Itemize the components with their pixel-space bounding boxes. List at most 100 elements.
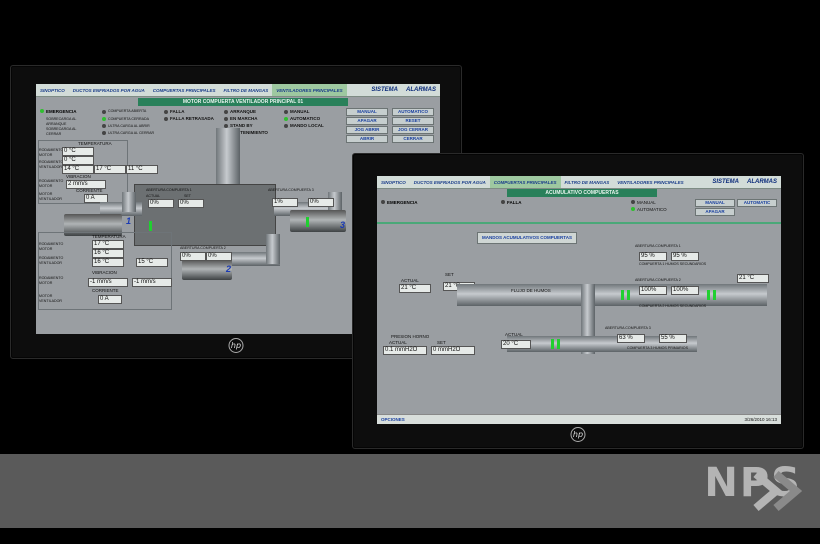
- temperatura-label: TEMPERATURA: [92, 234, 126, 239]
- status-falla: FALLA: [170, 109, 185, 114]
- page-title: MOTOR COMPUERTA VENTILADOR PRINCIPAL 01: [138, 98, 348, 106]
- damper-indicator: [621, 290, 624, 300]
- vibration-value: -1 mm/s: [132, 278, 172, 287]
- nav-ventiladores[interactable]: VENTILADORES PRINCIPALES: [272, 84, 347, 96]
- abertura-3-label: ABERTURA COMPUERTA 3: [268, 188, 314, 192]
- damper-indicator: [713, 290, 716, 300]
- nav-filtro[interactable]: FILTRO DE MANGAS: [564, 179, 610, 185]
- nav-sinoptico[interactable]: SINOPTICO: [40, 87, 65, 93]
- status-mando-local: MANDO LOCAL: [290, 123, 324, 128]
- status-arranque: ARRANQUE: [230, 109, 257, 114]
- status-dot: [501, 200, 505, 204]
- automatico-button[interactable]: AUTOMATICO: [392, 108, 434, 116]
- manual-button[interactable]: MANUAL: [695, 199, 735, 207]
- abertura-2-label: ABERTURA COMPUERTA 2: [180, 246, 226, 250]
- apagar-button[interactable]: APAGAR: [346, 117, 388, 125]
- nav-alarmas[interactable]: ALARMAS: [406, 86, 436, 93]
- sublabel: SOBRECARGA AL CERRAR: [46, 127, 77, 136]
- rodamiento-motor-label: RODAMIENTO MOTOR: [39, 179, 64, 188]
- status-dot: [284, 110, 288, 114]
- rodamiento-vent-label: RODAMIENTO VENTILADOR: [39, 160, 64, 169]
- ab2-set: 100%: [671, 286, 699, 295]
- automatic-button[interactable]: AUTOMATIC: [737, 199, 777, 207]
- motor-ventilador-label: MOTOR VENTILADOR: [39, 294, 62, 303]
- status-dot: [164, 117, 168, 121]
- status-dot: [164, 110, 168, 114]
- right-monitor: SINOPTICO DUCTOS ENFRIADOS POR AGUA COMP…: [352, 153, 804, 449]
- status-dot: [284, 124, 288, 128]
- apagar-button[interactable]: APAGAR: [695, 208, 735, 216]
- mandos-acumulativos-button[interactable]: MANDOS ACUMULATIVOS COMPUERTAS: [477, 232, 577, 244]
- status-stand-by: STAND BY: [230, 123, 253, 128]
- duct-bottom-vert: [266, 234, 280, 264]
- collector-box: [134, 184, 276, 246]
- nav-compuertas[interactable]: COMPUERTAS PRINCIPALES: [152, 87, 216, 93]
- nav-filtro[interactable]: FILTRO DE MANGAS: [223, 87, 269, 93]
- manual-button[interactable]: MANUAL: [346, 108, 388, 116]
- unit-number-2: 2: [226, 264, 232, 274]
- status-dot: [102, 131, 106, 135]
- left-monitor: SINOPTICO DUCTOS ENFRIADOS POR AGUA COMP…: [10, 65, 462, 359]
- nav-ductos[interactable]: DUCTOS ENFRIADOS POR AGUA: [413, 179, 486, 185]
- jog-abrir-button[interactable]: JOG ABRIR: [346, 126, 388, 134]
- temp-right: 21 °C: [737, 274, 769, 283]
- presion-actual: 0.1 mmH2O: [383, 346, 427, 355]
- nav-sistema[interactable]: SISTEMA: [712, 178, 739, 185]
- nav-compuertas[interactable]: COMPUERTAS PRINCIPALES: [489, 176, 561, 188]
- status-dot: [102, 117, 106, 121]
- damper-indicator: [306, 217, 309, 227]
- presion-label: PRESION HORNO: [391, 334, 430, 339]
- nav-ductos[interactable]: DUCTOS ENFRIADOS POR AGUA: [72, 87, 145, 93]
- status-emergencia: EMERGENCIA: [46, 109, 77, 114]
- lower-duct: [507, 336, 697, 352]
- status-automatico: AUTOMATICO: [290, 116, 321, 121]
- sublabel: ULTRA CARGA AL ABRIR: [108, 124, 150, 128]
- status-emergencia: EMERGENCIA: [387, 200, 418, 205]
- divider: [377, 222, 781, 224]
- rodamiento-motor-label: RODAMIENTO MOTOR: [39, 148, 64, 157]
- status-dot: [224, 110, 228, 114]
- status-dot: [381, 200, 385, 204]
- abertura-3-label: ABERTURA COMPUERTA 3: [605, 326, 651, 330]
- sublabel: COMPUERTA ABIERTA: [108, 109, 147, 113]
- motor-2[interactable]: [182, 260, 232, 280]
- nav-sistema[interactable]: SISTEMA: [371, 86, 398, 93]
- damper-indicator: [551, 339, 554, 349]
- vibration-value: -1 mm/s: [88, 278, 128, 287]
- ab2-actual: 100%: [639, 286, 667, 295]
- main-duct: [457, 284, 767, 306]
- duct-left-vert: [122, 192, 136, 212]
- ab1-set: 95 %: [671, 252, 699, 261]
- hp-logo: hp: [228, 338, 244, 353]
- rodamiento-vent-label: RODAMIENTO VENTILADOR: [39, 256, 64, 265]
- temp-value: 15 °C: [136, 258, 168, 267]
- damper-indicator: [627, 290, 630, 300]
- corriente-label: CORRIENTE: [76, 188, 103, 193]
- abertura-1-set: 0%: [178, 199, 204, 208]
- temp-value: 16 °C: [92, 258, 124, 267]
- status-manual: MANUAL: [637, 200, 656, 205]
- vibration-value: 2 mm/s: [66, 180, 106, 189]
- vibracion-label: VIBRACION: [92, 270, 117, 275]
- nav-alarmas[interactable]: ALARMAS: [747, 178, 777, 185]
- damper-indicator: [149, 221, 152, 231]
- temp-lower: 20 °C: [501, 340, 531, 349]
- sublabel: SOBRECARGA AL ARRANQUE: [46, 117, 77, 126]
- status-bar: OPCIONES 3/26/2010 16:13: [377, 414, 781, 424]
- temp-value: 14 °C: [62, 165, 94, 174]
- abertura-1-actual: 0%: [148, 199, 174, 208]
- comp1-label: COMPUERTA 1 HUMOS SECUNDARIOS: [639, 262, 707, 266]
- reset-button[interactable]: RESET: [392, 117, 434, 125]
- status-dot: [284, 117, 288, 121]
- nav-ventiladores[interactable]: VENTILADORES PRINCIPALES: [617, 179, 684, 185]
- temperature-panel-bottom: [38, 232, 172, 310]
- nav-sinoptico[interactable]: SINOPTICO: [381, 179, 406, 185]
- temp-actual: 21 °C: [399, 284, 431, 293]
- motor-3[interactable]: [290, 210, 346, 232]
- jog-cerrar-button[interactable]: JOG CERRAR: [392, 126, 434, 134]
- opciones-link[interactable]: OPCIONES: [381, 417, 405, 422]
- cerrar-button[interactable]: CERRAR: [392, 135, 434, 143]
- corriente-label: CORRIENTE: [92, 288, 119, 293]
- motor-1[interactable]: [64, 214, 122, 236]
- abrir-button[interactable]: ABRIR: [346, 135, 388, 143]
